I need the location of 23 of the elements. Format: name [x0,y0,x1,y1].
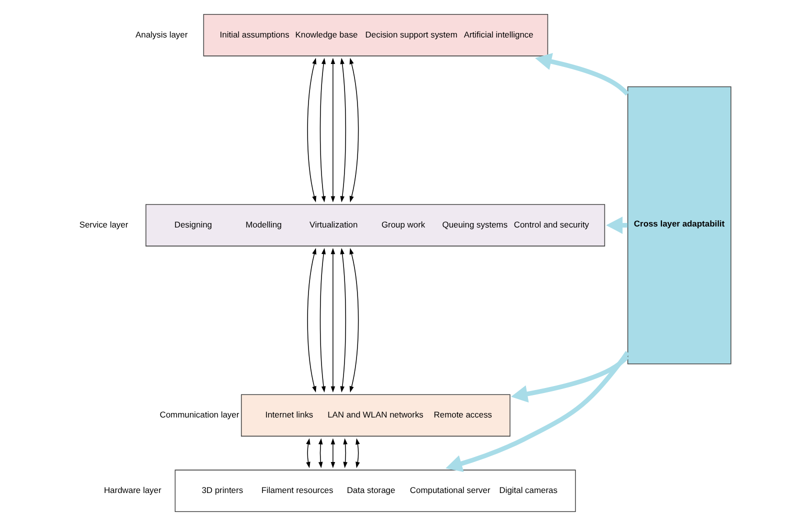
arrow [446,350,630,472]
arrow [350,58,359,202]
arrow [307,248,316,392]
arrow [340,248,346,392]
node-label: Communication layer [160,410,240,420]
arrow [320,58,326,202]
arrow [340,58,346,202]
node-box: Cross layer adaptabilit [627,86,732,364]
arrow [330,58,336,202]
arrow [350,248,359,392]
node-label: Service layer [79,219,128,230]
arrow [330,438,336,468]
arrow [320,248,326,392]
arrow [343,438,348,468]
arrow [307,58,316,202]
node-label: Analysis layer [136,29,188,40]
arrow [330,248,336,392]
arrow [534,52,630,96]
arrow [356,438,360,468]
arrow [511,354,630,402]
arrow [306,438,310,468]
node-label: Hardware layer [104,485,162,495]
arrow [318,438,323,468]
